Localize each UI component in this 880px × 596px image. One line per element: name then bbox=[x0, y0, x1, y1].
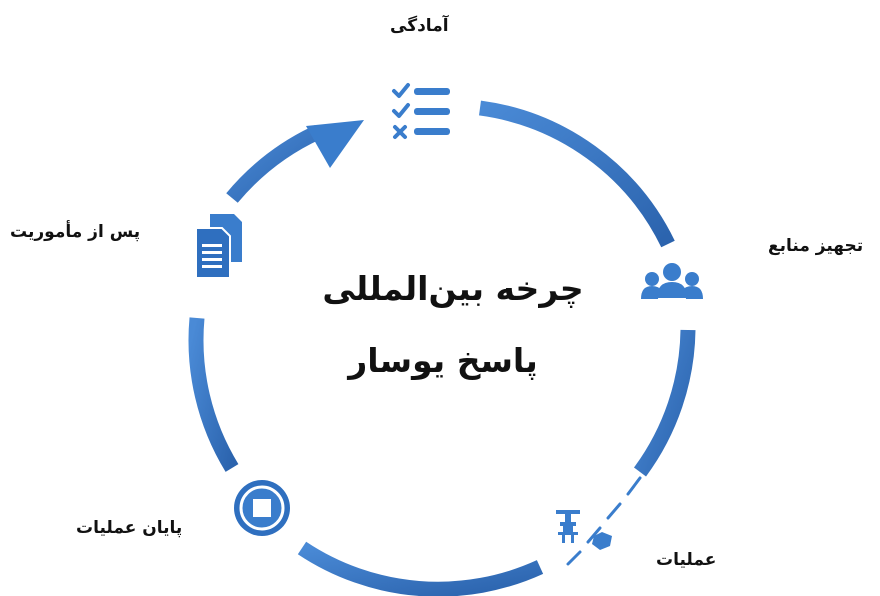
stage-label-demobilization: پایان عملیات bbox=[76, 518, 183, 538]
stop-icon bbox=[234, 480, 290, 536]
operations-dashed-connector bbox=[566, 476, 642, 566]
stage-label-preparedness: آمادگی bbox=[390, 16, 449, 36]
stage-label-post-mission: پس از مأموریت bbox=[10, 222, 141, 242]
rescue-tower-icon bbox=[556, 510, 612, 550]
documents-icon bbox=[195, 214, 242, 279]
people-group-icon bbox=[641, 263, 703, 299]
arc-operations-to-demobilization bbox=[297, 541, 544, 596]
arc-demobilization-to-postmission bbox=[188, 317, 239, 472]
stage-label-operations: عملیات bbox=[656, 550, 717, 570]
arc-preparedness-to-mobilization bbox=[479, 100, 675, 248]
cycle-ring bbox=[188, 100, 696, 596]
stage-label-mobilization: تجهیز منابع bbox=[768, 236, 864, 256]
checklist-icon bbox=[392, 83, 450, 139]
cycle-title-line1: چرخه بین‌المللی bbox=[322, 269, 584, 308]
arc-mobilization-to-operations bbox=[633, 329, 696, 477]
cycle-title-line2: پاسخ یوسار bbox=[348, 341, 538, 380]
cycle-arrowhead bbox=[306, 120, 364, 168]
arc-postmission-to-preparedness bbox=[226, 125, 322, 203]
